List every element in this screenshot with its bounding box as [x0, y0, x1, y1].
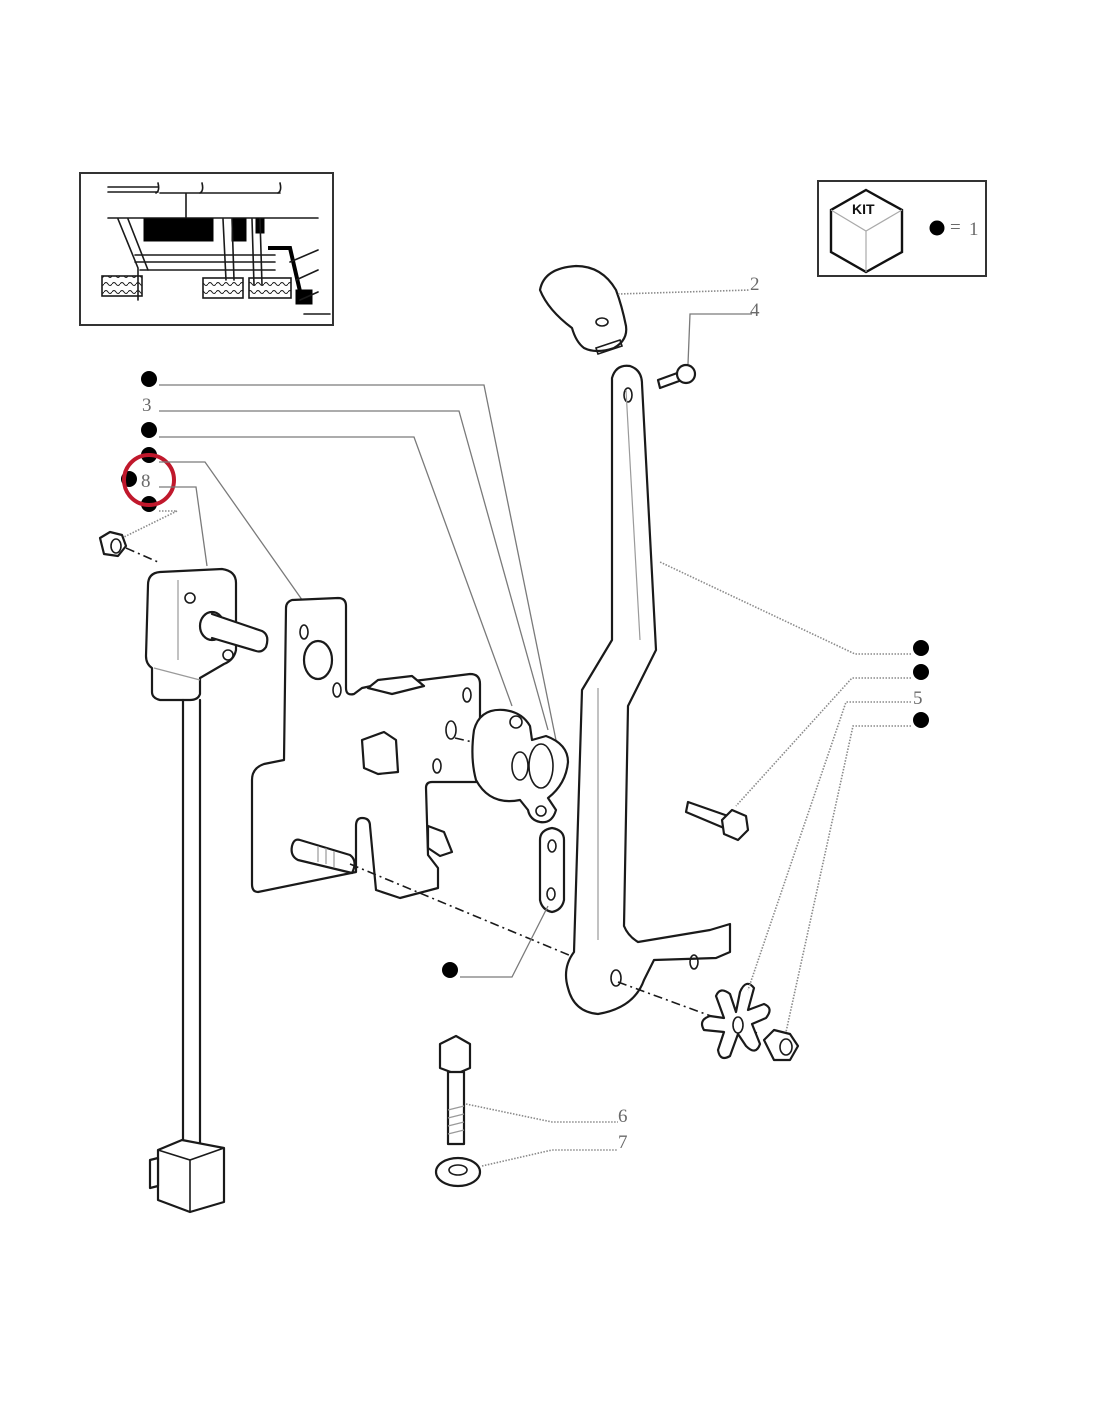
- leader-line: [659, 561, 911, 655]
- axis-line: [617, 981, 761, 1035]
- pivot-boss: [454, 708, 570, 824]
- control-rod-assembly: [144, 567, 269, 1214]
- plate-pin: [290, 838, 356, 875]
- leader-line: [460, 905, 549, 978]
- leader-line: [159, 384, 561, 761]
- lever: [564, 364, 761, 1035]
- leader-line: [159, 461, 306, 605]
- kit-equals: =: [950, 217, 961, 238]
- callout-kit-bullet-5[interactable]: [913, 640, 929, 656]
- plate-tab: [366, 674, 426, 696]
- leader-line: [747, 701, 911, 991]
- leader-line: [617, 289, 751, 295]
- thumbnail-frame: [79, 172, 334, 326]
- thumbnail-pedal-center: [202, 277, 244, 299]
- callout-kit-bullet-6[interactable]: [913, 664, 929, 680]
- bolt-right: [684, 800, 750, 842]
- callout-3[interactable]: 3: [142, 395, 152, 416]
- callout-4[interactable]: 4: [750, 300, 760, 321]
- thumbnail-black-bar: [143, 218, 214, 242]
- callout-5[interactable]: 5: [913, 688, 923, 709]
- hex-bolt: 6: [438, 1034, 628, 1146]
- kit-label: KIT: [852, 201, 875, 217]
- lever-knob: 2: [538, 264, 760, 356]
- boss-body: [471, 708, 570, 824]
- rod-shaft: [181, 698, 202, 1147]
- location-thumbnail: [79, 172, 334, 326]
- leader-line: [735, 677, 911, 807]
- thumbnail-pedal-right: [248, 277, 292, 299]
- axis-line: [349, 863, 577, 959]
- rod-upper-bracket: [144, 567, 238, 702]
- flat-washer: 7: [434, 1132, 628, 1188]
- rod-lower-block: [156, 1138, 226, 1214]
- leader-line: [687, 313, 752, 365]
- right-callouts: 5: [659, 561, 929, 1033]
- callout-kit-bullet-1[interactable]: [141, 371, 157, 387]
- plate-window: [360, 730, 400, 776]
- kit-quantity: 1: [969, 219, 979, 240]
- link-plate: [442, 826, 566, 978]
- support-plate: [250, 596, 577, 959]
- callout-6[interactable]: 6: [618, 1106, 628, 1127]
- leader-line: [481, 1149, 618, 1167]
- leader-line: [159, 410, 549, 731]
- thumbnail-pedals-illustration: [101, 182, 331, 315]
- leader-line: [121, 510, 178, 539]
- kit-legend: KIT = 1: [817, 180, 987, 277]
- nut-part: [98, 530, 159, 563]
- rod-stud: [210, 612, 269, 653]
- callout-kit-bullet-2[interactable]: [141, 422, 157, 438]
- thumbnail-pedal-left: [101, 275, 143, 297]
- lock-nut: [762, 1028, 800, 1062]
- leader-line: [159, 436, 513, 707]
- left-callouts: 3 8: [121, 371, 561, 761]
- callout-8[interactable]: 8: [141, 471, 151, 492]
- callout-2[interactable]: 2: [750, 274, 760, 295]
- leader-line: [159, 486, 208, 567]
- callout-kit-bullet-7[interactable]: [913, 712, 929, 728]
- callout-7[interactable]: 7: [618, 1132, 628, 1153]
- highlight-circle-callout-8: [122, 453, 176, 507]
- leader-line: [785, 725, 911, 1033]
- thumbnail-highlighted-pedal: [295, 289, 313, 305]
- knob-screw: 4: [656, 300, 760, 390]
- kit-cube-icon: KIT: [829, 188, 904, 274]
- star-washer: [700, 982, 771, 1060]
- leader-line: [465, 1103, 618, 1123]
- kit-bullet-symbol: [929, 220, 945, 236]
- callout-kit-bullet-8[interactable]: [442, 962, 458, 978]
